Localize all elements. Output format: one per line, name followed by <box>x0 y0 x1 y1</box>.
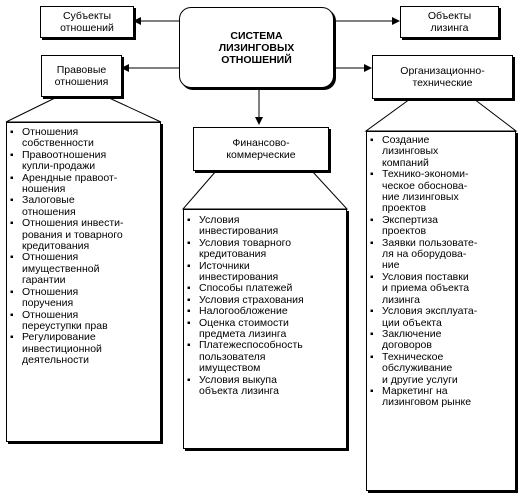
legal-item: Залоговые отношения <box>7 195 160 218</box>
finance-trapezoid <box>181 170 349 210</box>
org-item: Маркетинг на лизинговом рынке <box>367 385 515 409</box>
legal-items-panel: Отношения собственностиПравоотношения ку… <box>6 122 161 442</box>
org-items-panel: Создание лизинговых компанийТехнико-экон… <box>366 131 516 491</box>
legal-item: Регулирование инвестиционной деятельност… <box>7 332 160 366</box>
legal-item: Арендные правоот- ношения <box>7 172 160 196</box>
org-items-list: Создание лизинговых компанийТехнико-экон… <box>367 134 515 409</box>
legal-item: Отношения поручения <box>7 286 160 310</box>
org-item: Создание лизинговых компаний <box>367 134 515 169</box>
legal-items-list: Отношения собственностиПравоотношения ку… <box>7 126 160 367</box>
legal-item: Правоотношения купли-продажи <box>7 149 160 173</box>
legal-item: Отношения имущественной гарантии <box>7 252 160 286</box>
legal-trapezoid <box>5 96 162 123</box>
legal-item: Отношения собственности <box>7 126 160 150</box>
finance-item: Оценка стоимости предмета лизинга <box>184 317 346 341</box>
org-item: Техническое обслуживание и другие услуги <box>367 351 515 386</box>
legal-item: Отношения инвести- рования и товарного к… <box>7 218 160 252</box>
finance-commercial-box: Финансово- коммерческие <box>193 127 329 171</box>
legal-item: Отношения переуступки прав <box>7 309 160 333</box>
center-system-box: СИСТЕМА ЛИЗИНГОВЫХ ОТНОШЕНИЙ <box>179 7 334 88</box>
org-item: Технико-экономи- ческое обоснова- ние ли… <box>367 169 515 215</box>
subjects-box: Субъекты отношений <box>40 6 134 38</box>
finance-item: Налогообложение <box>184 305 346 318</box>
finance-items-list: Условия инвестированияУсловия товарного … <box>184 214 346 398</box>
org-trapezoid <box>364 98 518 132</box>
org-item: Заключение договоров <box>367 328 515 352</box>
objects-box: Объекты лизинга <box>400 6 499 38</box>
org-item: Экспертиза проектов <box>367 214 515 238</box>
org-item: Заявки пользовате- ля на оборудова- ние <box>367 237 515 272</box>
legal-relations-box: Правовые отношения <box>41 55 122 97</box>
finance-item: Условия инвестирования <box>184 214 346 238</box>
org-item: Условия эксплуата- ции объекта <box>367 305 515 329</box>
finance-item: Источники инвестирования <box>184 260 346 284</box>
finance-item: Условия товарного кредитования <box>184 237 346 261</box>
finance-item: Условия страхования <box>184 294 346 307</box>
finance-item: Условия выкупа объекта лизинга <box>184 374 346 398</box>
finance-item: Платежеспособность пользователя имуществ… <box>184 340 346 374</box>
finance-item: Способы платежей <box>184 283 346 296</box>
org-item: Условия поставки и приема объекта лизинг… <box>367 271 515 306</box>
org-technical-box: Организационно- технические <box>372 55 513 99</box>
finance-items-panel: Условия инвестированияУсловия товарного … <box>183 209 347 449</box>
